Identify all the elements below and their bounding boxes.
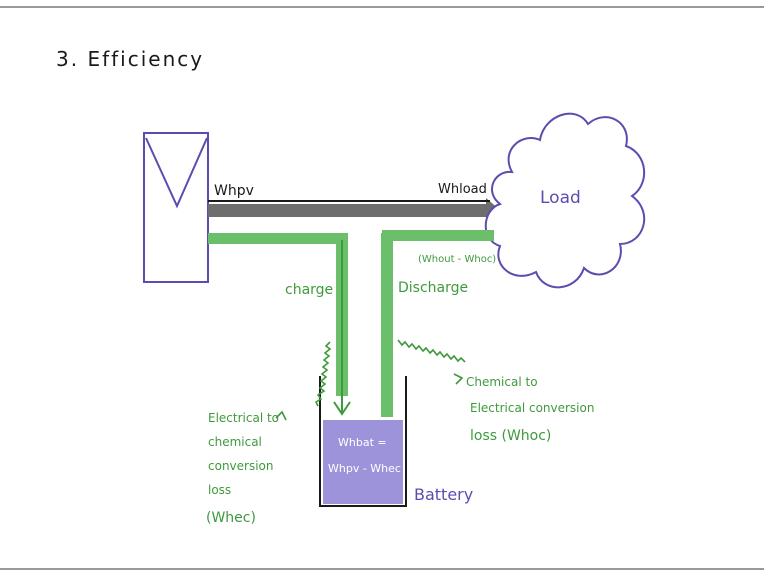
wh-load-label: Whload [438, 182, 487, 197]
discharge-loss-text: Chemical to Electrical conversion loss (… [466, 375, 594, 444]
pv-to-load-arrow [208, 198, 500, 222]
svg-text:Electrical to: Electrical to [208, 411, 279, 425]
svg-text:Electrical conversion: Electrical conversion [470, 401, 594, 415]
pv-green-line [208, 233, 348, 244]
net-output-label: (Whout - Whoc) [418, 254, 496, 265]
discharge-line [381, 233, 393, 417]
svg-text:loss: loss [208, 483, 231, 497]
battery-formula-line2: Whpv - Whec [328, 462, 401, 475]
svg-text:loss (Whoc): loss (Whoc) [470, 428, 551, 444]
load-cloud-icon [484, 112, 646, 289]
solar-panel-icon [143, 132, 209, 283]
battery-icon [319, 376, 407, 507]
charge-label: charge [285, 282, 333, 298]
svg-text:Chemical to: Chemical to [466, 375, 538, 389]
wh-pv-label: Whpv [214, 183, 254, 199]
load-label: Load [540, 188, 581, 208]
discharge-label: Discharge [398, 280, 468, 296]
top-rule [0, 6, 764, 8]
svg-text:conversion: conversion [208, 459, 274, 473]
battery-formula-line1: Whbat = [338, 436, 387, 449]
battery-label: Battery [414, 485, 473, 504]
charge-loss-text: Electrical to chemical conversion loss (… [206, 411, 279, 526]
svg-text:(Whec): (Whec) [206, 510, 256, 526]
load-green-line [382, 230, 494, 241]
charge-loss-squiggle [314, 341, 332, 407]
svg-text:chemical: chemical [208, 435, 262, 449]
page-title: 3. Efficiency [56, 47, 204, 71]
bottom-rule [0, 568, 764, 570]
discharge-loss-squiggle [397, 339, 466, 363]
